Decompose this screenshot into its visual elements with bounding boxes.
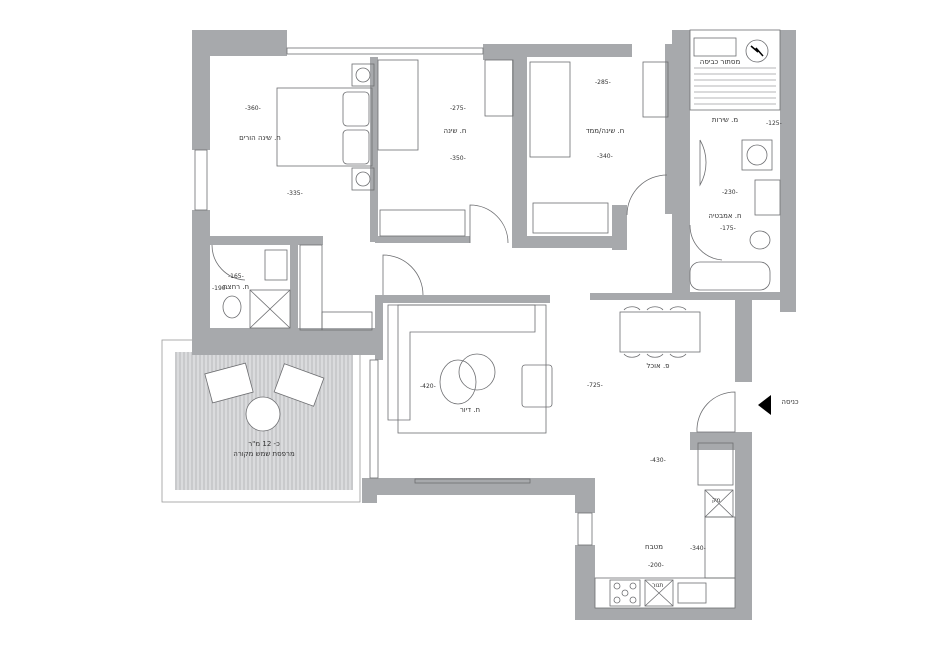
entry-arrow-icon xyxy=(758,395,771,415)
dimension: -165- xyxy=(228,273,244,280)
kitchen-sink xyxy=(677,582,707,604)
wardrobe xyxy=(299,244,323,331)
wardrobe xyxy=(532,202,609,234)
room-label-balcony: מרפסת שמש מקורה xyxy=(233,450,295,458)
rug xyxy=(397,304,547,434)
room-labels: ח. שינה הורים -360- -335- ח. שינה -275- … xyxy=(212,58,799,589)
sink xyxy=(264,249,288,281)
fridge xyxy=(697,442,734,486)
burner xyxy=(613,596,621,604)
room-label-service: מ. שירות xyxy=(712,116,738,124)
room-label-bedroom: ח. שינה xyxy=(444,127,467,135)
laundry-niche xyxy=(689,29,781,111)
dining-table xyxy=(619,311,701,353)
balcony xyxy=(161,339,361,503)
dimension: -230- xyxy=(722,189,738,196)
single-bed xyxy=(529,61,571,158)
wardrobe xyxy=(379,209,466,237)
desk xyxy=(484,59,514,117)
oven xyxy=(644,579,674,607)
double-bed xyxy=(276,87,373,167)
burner xyxy=(629,582,637,590)
dimension: -350- xyxy=(450,155,466,162)
balcony-area: כ- 12 מ"ר xyxy=(248,440,280,448)
counter xyxy=(704,516,736,579)
walls xyxy=(192,30,796,620)
dimension: -125- xyxy=(766,120,782,127)
burner xyxy=(621,589,629,597)
fixture-label: תנור xyxy=(652,582,663,589)
room-label-shower-room: ח. רחצה xyxy=(223,283,249,291)
entrance-label: כניסה xyxy=(781,398,798,406)
dimension: -275- xyxy=(450,105,466,112)
entry-door[interactable] xyxy=(696,391,736,433)
sink xyxy=(754,179,781,216)
burner xyxy=(629,596,637,604)
dining-chair xyxy=(623,306,641,311)
furniture xyxy=(204,59,781,609)
room-label-kitchen: מטבח xyxy=(645,543,663,551)
shower xyxy=(249,289,291,329)
doors xyxy=(211,139,736,433)
armchair xyxy=(521,364,553,408)
counter xyxy=(594,577,736,609)
room-label-bathroom: ח. אמבטיה xyxy=(708,212,741,220)
dimension: -340- xyxy=(597,153,613,160)
dimension: -420- xyxy=(420,383,436,390)
dimension: -430- xyxy=(650,457,666,464)
balcony-table xyxy=(245,396,281,432)
washing-machine xyxy=(741,139,773,171)
tv-unit xyxy=(414,478,531,484)
room-label-living: ח. דיור xyxy=(460,406,480,414)
balcony-chair xyxy=(204,362,254,404)
dining-chair xyxy=(646,353,664,358)
desk xyxy=(642,61,669,118)
toilet xyxy=(749,230,771,250)
wardrobe xyxy=(321,311,373,331)
dimension: -340- xyxy=(690,545,706,552)
single-bed xyxy=(377,59,419,151)
fixture-label: מק xyxy=(712,497,720,504)
dining-chair xyxy=(669,353,687,358)
burner xyxy=(613,582,621,590)
dining-chair xyxy=(669,306,687,311)
dimension: -725- xyxy=(587,382,603,389)
bathtub xyxy=(689,261,771,291)
room-label-dining: פ. אוכל xyxy=(646,362,669,370)
dimension: -285- xyxy=(595,79,611,86)
coffee-table xyxy=(439,359,477,405)
dimension: -360- xyxy=(245,105,261,112)
room-label-master-bedroom: ח. שינה הורים xyxy=(239,134,281,142)
room-label-laundry: מסתור כביסה xyxy=(700,58,741,66)
sofa xyxy=(387,304,536,421)
dimension: -335- xyxy=(287,190,303,197)
windows xyxy=(194,47,593,546)
dimension: -200- xyxy=(648,562,664,569)
toilet xyxy=(222,295,242,319)
dining-chair xyxy=(623,353,641,358)
stove xyxy=(609,579,641,607)
dimension: -190- xyxy=(212,285,228,292)
room-label-safe-room: ח. שינה/ממד xyxy=(586,127,625,135)
dimension: -175- xyxy=(720,225,736,232)
balcony-chair xyxy=(273,363,325,407)
dining-chair xyxy=(646,306,664,311)
